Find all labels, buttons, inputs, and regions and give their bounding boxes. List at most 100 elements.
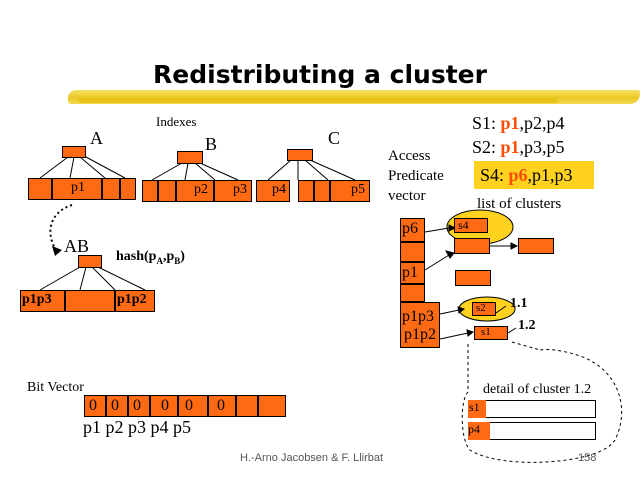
s1-highlight: p1 bbox=[500, 113, 520, 133]
tree-ab-leaf-p1p2: p1p2 bbox=[115, 290, 155, 312]
tree-b-leaf-p2: p2 bbox=[176, 180, 214, 202]
bit-cell: 0 bbox=[84, 395, 106, 417]
bit-vector-predicates: p1 p2 p3 p4 p5 bbox=[83, 417, 191, 437]
detail-s1-label: s1 bbox=[469, 400, 480, 414]
s1-tag: s1 bbox=[481, 326, 491, 338]
tree-c-leaf-p5: p5 bbox=[330, 180, 370, 202]
cluster-s1-definition: S1: p1,p2,p4 bbox=[472, 113, 565, 134]
slide-title: Redistributing a cluster bbox=[153, 60, 487, 89]
detail-dashed-lines bbox=[461, 341, 623, 463]
tree-a-label: A bbox=[90, 128, 103, 148]
tree-b-leaf bbox=[158, 180, 176, 202]
dotted-arrow-head bbox=[52, 246, 62, 256]
tree-ab-edges bbox=[39, 266, 146, 291]
tree-c-edges bbox=[267, 159, 356, 181]
bit-0: 0 bbox=[89, 397, 97, 414]
apv-cell-empty bbox=[400, 284, 425, 302]
s2-prefix: S2: bbox=[472, 137, 501, 157]
apv-cell-p1: p1 bbox=[400, 262, 425, 284]
detail-row-s1: s1 bbox=[468, 400, 596, 418]
list-of-clusters-label: list of clusters bbox=[477, 196, 562, 212]
tree-a-root-node bbox=[62, 146, 86, 158]
leaf-p1p3-label: p1p3 bbox=[22, 292, 52, 307]
s4-highlight: p6 bbox=[508, 165, 528, 185]
s4-prefix: S4: bbox=[480, 165, 509, 185]
hash-label: hash(pA,pB) bbox=[116, 249, 185, 266]
cluster-node-empty bbox=[518, 238, 554, 254]
apv-label-line2: Predicate bbox=[388, 168, 444, 184]
cluster-s2-definition: S2: p1,p3,p5 bbox=[472, 137, 565, 158]
bit-cell: 0 bbox=[150, 395, 178, 417]
tree-b-leaf-p3: p3 bbox=[214, 180, 252, 202]
tree-c-label: C bbox=[328, 128, 341, 148]
bit-4: 0 bbox=[185, 397, 193, 414]
tree-b-edges bbox=[151, 162, 239, 181]
tree-b-label: B bbox=[205, 134, 218, 154]
bit-cell-empty bbox=[236, 395, 258, 417]
tree-b-root-node bbox=[177, 151, 203, 164]
indexes-label: Indexes bbox=[156, 114, 197, 129]
s2-highlight: p1 bbox=[500, 137, 520, 157]
apv-label-line3: vector bbox=[388, 188, 426, 204]
cluster-node-s4: s4 bbox=[454, 218, 488, 233]
s2-tag: s2 bbox=[476, 302, 486, 314]
bit-2: 0 bbox=[133, 397, 141, 414]
tree-ab-leaf-p1p3: p1p3 bbox=[20, 290, 65, 312]
leaf-p5-label: p5 bbox=[351, 182, 365, 197]
bit-cell: 0 bbox=[178, 395, 208, 417]
cluster-node-empty bbox=[454, 238, 490, 254]
cluster-id-1-1: 1.1 bbox=[510, 296, 528, 311]
detail-row-s1-cell: s1 bbox=[468, 400, 486, 418]
title-underline-brush-stroke bbox=[78, 98, 558, 103]
leaf-p3-label: p3 bbox=[233, 182, 247, 197]
detail-p4-label: p4 bbox=[468, 422, 480, 436]
hash-text: hash(p bbox=[116, 249, 157, 264]
tree-ab-leaf bbox=[65, 290, 115, 312]
apv-p6-label: p6 bbox=[402, 220, 418, 237]
apv-cell-p1p3-p1p2: p1p3 p1p2 bbox=[400, 302, 440, 348]
cluster-id-1-2: 1.2 bbox=[518, 318, 536, 333]
apv-p1-label: p1 bbox=[402, 264, 418, 281]
cluster-node-empty bbox=[455, 270, 491, 286]
page-number: 158 bbox=[578, 452, 597, 464]
hash-sub-b: B bbox=[174, 255, 181, 266]
tree-a-edges bbox=[39, 156, 126, 179]
cluster-s4-definition-box bbox=[474, 161, 594, 189]
bit-3: 0 bbox=[161, 397, 169, 414]
apv-label: Access Predicate vector bbox=[388, 146, 444, 206]
tree-ab-root-node bbox=[78, 255, 102, 268]
apv-arrows bbox=[424, 224, 519, 340]
bit-cell-empty bbox=[258, 395, 286, 417]
apv-cell-empty bbox=[400, 242, 425, 262]
cluster-node-s1: s1 bbox=[474, 326, 508, 340]
bit-1: 0 bbox=[111, 397, 119, 414]
bit-vector-label: Bit Vector bbox=[27, 380, 84, 395]
tree-c-leaf bbox=[314, 180, 330, 202]
leaf-p2-label: p2 bbox=[194, 182, 208, 197]
bit-cell: 0 bbox=[128, 395, 150, 417]
leaf-p1-label: p1 bbox=[71, 180, 85, 195]
footer-author: H.-Arno Jacobsen & F. Llirbat bbox=[240, 452, 384, 464]
hash-close: ) bbox=[180, 249, 185, 264]
tree-c-leaf bbox=[298, 180, 314, 202]
apv-p1p3-label: p1p3 bbox=[402, 308, 434, 325]
tree-b-leaf bbox=[142, 180, 158, 202]
bit-5: 0 bbox=[217, 397, 225, 414]
s4-rest: ,p1,p3 bbox=[527, 165, 573, 185]
tree-a-leaf bbox=[28, 178, 52, 200]
s1-prefix: S1: bbox=[472, 113, 501, 133]
apv-label-line1: Access bbox=[388, 148, 431, 164]
leaf-p4-label: p4 bbox=[272, 182, 286, 197]
cluster-s4-definition: S4: p6,p1,p3 bbox=[480, 165, 573, 186]
s4-tag: s4 bbox=[458, 218, 469, 232]
tree-c-leaf-p4: p4 bbox=[256, 180, 290, 202]
s1-rest: ,p2,p4 bbox=[519, 113, 565, 133]
tree-a-leaf bbox=[120, 178, 136, 200]
hash-comma: ,p bbox=[162, 249, 175, 264]
tree-ab-label: AB bbox=[64, 236, 90, 256]
apv-cell-p6: p6 bbox=[400, 218, 425, 242]
dotted-arrow bbox=[49, 204, 73, 251]
detail-row-p4: p4 bbox=[468, 422, 596, 440]
tree-c-root-node bbox=[287, 149, 313, 161]
